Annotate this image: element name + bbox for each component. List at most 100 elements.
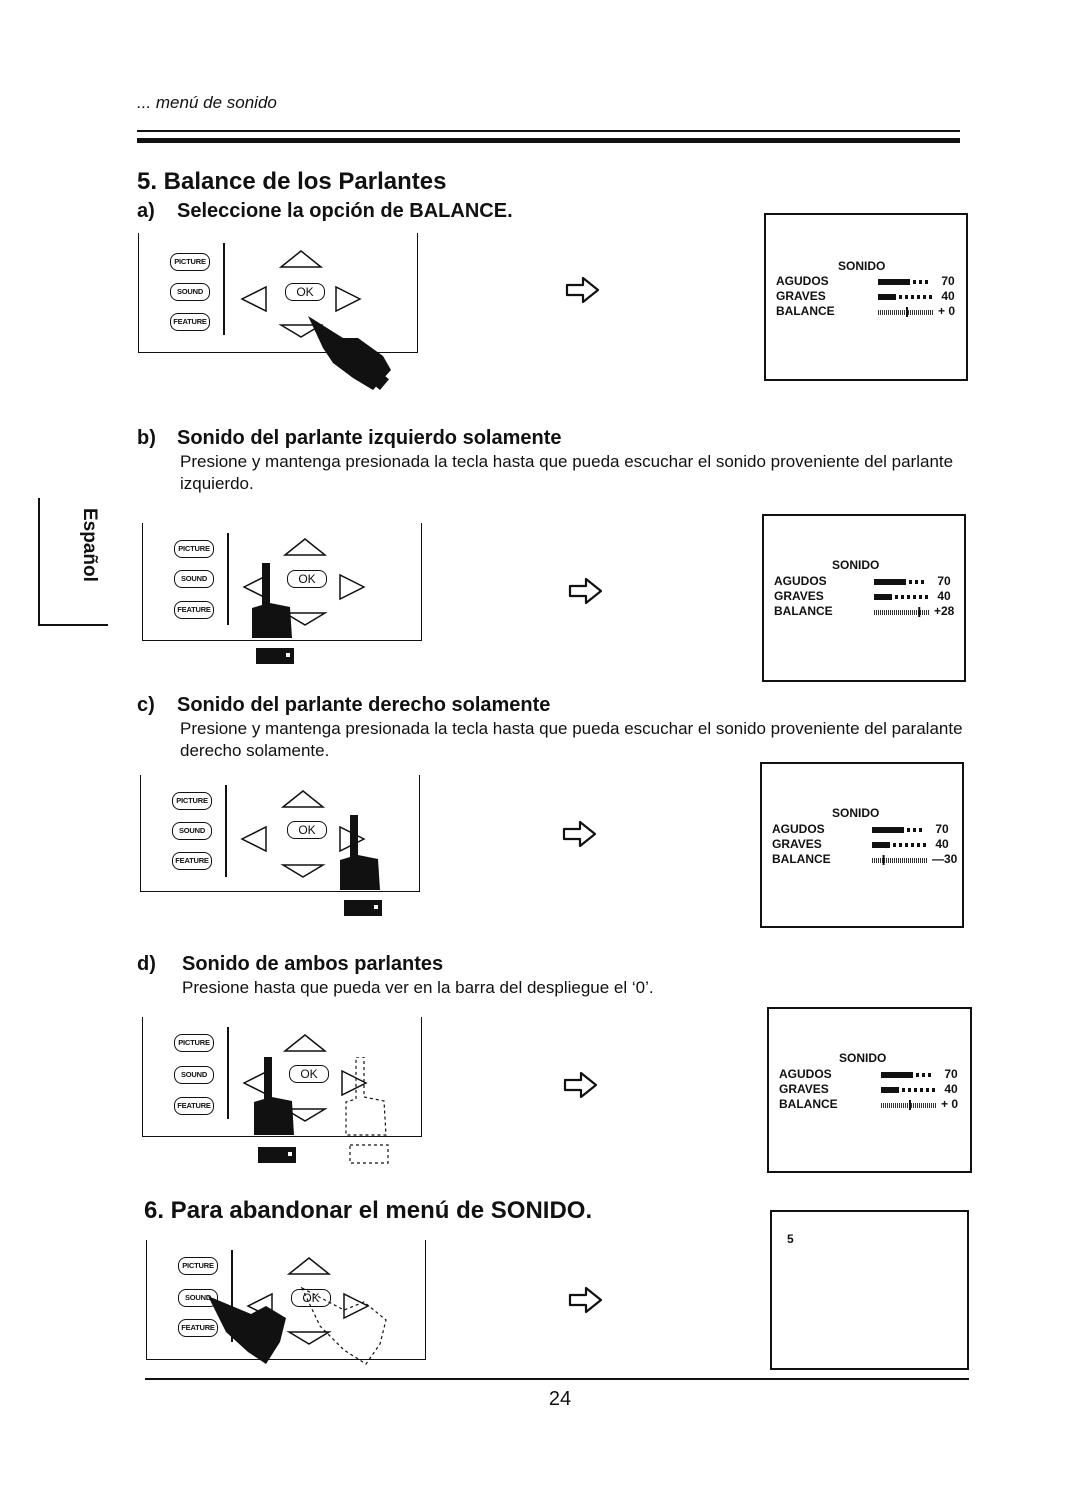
level-dot xyxy=(929,294,932,299)
step-b-heading: b)Sonido del parlante izquierdo solament… xyxy=(137,427,562,449)
picture-key[interactable]: PICTURE xyxy=(178,1257,218,1275)
step-d-title: Sonido de ambos parlantes xyxy=(182,953,444,975)
balance-scale xyxy=(874,606,929,617)
osd-title: SONIDO xyxy=(832,558,880,572)
balance-tick xyxy=(886,609,887,615)
balance-tick xyxy=(880,609,881,615)
sound-key[interactable]: SOUND xyxy=(178,1289,218,1307)
balance-tick xyxy=(880,309,881,315)
balance-tick xyxy=(876,857,877,863)
header-rule-thin xyxy=(137,130,960,132)
language-side-tab: Español xyxy=(38,498,108,626)
picture-key[interactable]: PICTURE xyxy=(174,1034,214,1052)
sound-key[interactable]: SOUND xyxy=(174,1066,214,1084)
osd-screen-a: SONIDO AGUDOS 70 GRAVES 40 BALANCE + 0 xyxy=(764,213,968,381)
ok-key[interactable]: OK xyxy=(287,570,327,588)
balance-tick xyxy=(885,1102,886,1108)
balance-tick xyxy=(919,1102,920,1108)
balance-tick xyxy=(884,309,885,315)
level-fill xyxy=(881,1071,913,1078)
level-fill xyxy=(881,1086,899,1093)
osd-screen-6: 5 xyxy=(770,1210,969,1370)
balance-tick xyxy=(912,857,913,863)
level-fill xyxy=(874,578,906,585)
sound-key[interactable]: SOUND xyxy=(170,283,210,301)
balance-tick xyxy=(910,609,911,615)
level-bar xyxy=(874,578,924,585)
balance-tick xyxy=(906,609,907,615)
outline-arrow-icon xyxy=(568,577,603,605)
sound-key[interactable]: SOUND xyxy=(174,570,214,588)
step-b-title: Sonido del parlante izquierdo solamente xyxy=(177,427,562,449)
level-fill xyxy=(874,593,892,600)
level-dot xyxy=(914,1087,917,1092)
level-dot xyxy=(913,594,916,599)
balance-tick xyxy=(900,609,901,615)
level-dot xyxy=(920,1087,923,1092)
balance-tick xyxy=(872,857,873,863)
balance-tick xyxy=(926,309,927,315)
balance-tick xyxy=(896,857,897,863)
sound-key[interactable]: SOUND xyxy=(172,822,212,840)
balance-tick xyxy=(932,309,933,315)
arrow-keys-icon[interactable] xyxy=(226,241,386,341)
feature-key[interactable]: FEATURE xyxy=(170,313,210,331)
level-dot xyxy=(919,827,922,832)
level-dot xyxy=(915,579,918,584)
balance-tick xyxy=(915,1102,916,1108)
picture-key[interactable]: PICTURE xyxy=(172,792,212,810)
channel-number: 5 xyxy=(787,1232,794,1246)
balance-tick xyxy=(926,857,927,863)
feature-key[interactable]: FEATURE xyxy=(174,601,214,619)
remote-panel-6: PICTURE SOUND FEATURE OK xyxy=(146,1240,426,1365)
balance-tick xyxy=(905,1102,906,1108)
balance-tick xyxy=(890,857,891,863)
balance-tick xyxy=(929,1102,930,1108)
balance-tick xyxy=(893,1102,894,1108)
feature-key[interactable]: FEATURE xyxy=(174,1097,214,1115)
balance-tick xyxy=(914,309,915,315)
ok-key[interactable]: OK xyxy=(285,283,325,301)
picture-key[interactable]: PICTURE xyxy=(174,540,214,558)
balance-tick xyxy=(886,309,887,315)
balance-tick xyxy=(930,309,931,315)
ok-key[interactable]: OK xyxy=(289,1065,329,1083)
balance-tick xyxy=(894,857,895,863)
level-dot xyxy=(922,1072,925,1077)
balance-tick xyxy=(901,1102,902,1108)
balance-tick xyxy=(920,309,921,315)
balance-tick xyxy=(874,609,875,615)
picture-key[interactable]: PICTURE xyxy=(170,253,210,271)
level-dot xyxy=(907,594,910,599)
balance-tick xyxy=(878,609,879,615)
level-dot xyxy=(923,294,926,299)
level-fill xyxy=(878,278,910,285)
level-dot xyxy=(905,842,908,847)
feature-key[interactable]: FEATURE xyxy=(178,1319,218,1337)
balance-tick xyxy=(931,1102,932,1108)
balance-tick xyxy=(884,609,885,615)
feature-key[interactable]: FEATURE xyxy=(172,852,212,870)
balance-tick xyxy=(922,309,923,315)
ok-key[interactable]: OK xyxy=(287,821,327,839)
level-bar xyxy=(878,278,928,285)
balance-tick xyxy=(874,857,875,863)
balance-tick xyxy=(922,857,923,863)
balance-tick xyxy=(880,857,881,863)
level-fill xyxy=(872,826,904,833)
level-dot xyxy=(926,1087,929,1092)
balance-tick xyxy=(927,1102,928,1108)
balance-tick xyxy=(904,309,905,315)
level-bar xyxy=(872,841,926,848)
balance-tick xyxy=(896,609,897,615)
balance-tick xyxy=(924,609,925,615)
level-bar xyxy=(872,826,922,833)
level-dot xyxy=(913,279,916,284)
balance-tick xyxy=(898,857,899,863)
balance-tick xyxy=(878,309,879,315)
balance-tick xyxy=(892,857,893,863)
level-fill xyxy=(872,841,890,848)
arrow-keys-icon[interactable] xyxy=(230,1025,390,1125)
balance-tick xyxy=(920,857,921,863)
balance-tick xyxy=(895,1102,896,1108)
